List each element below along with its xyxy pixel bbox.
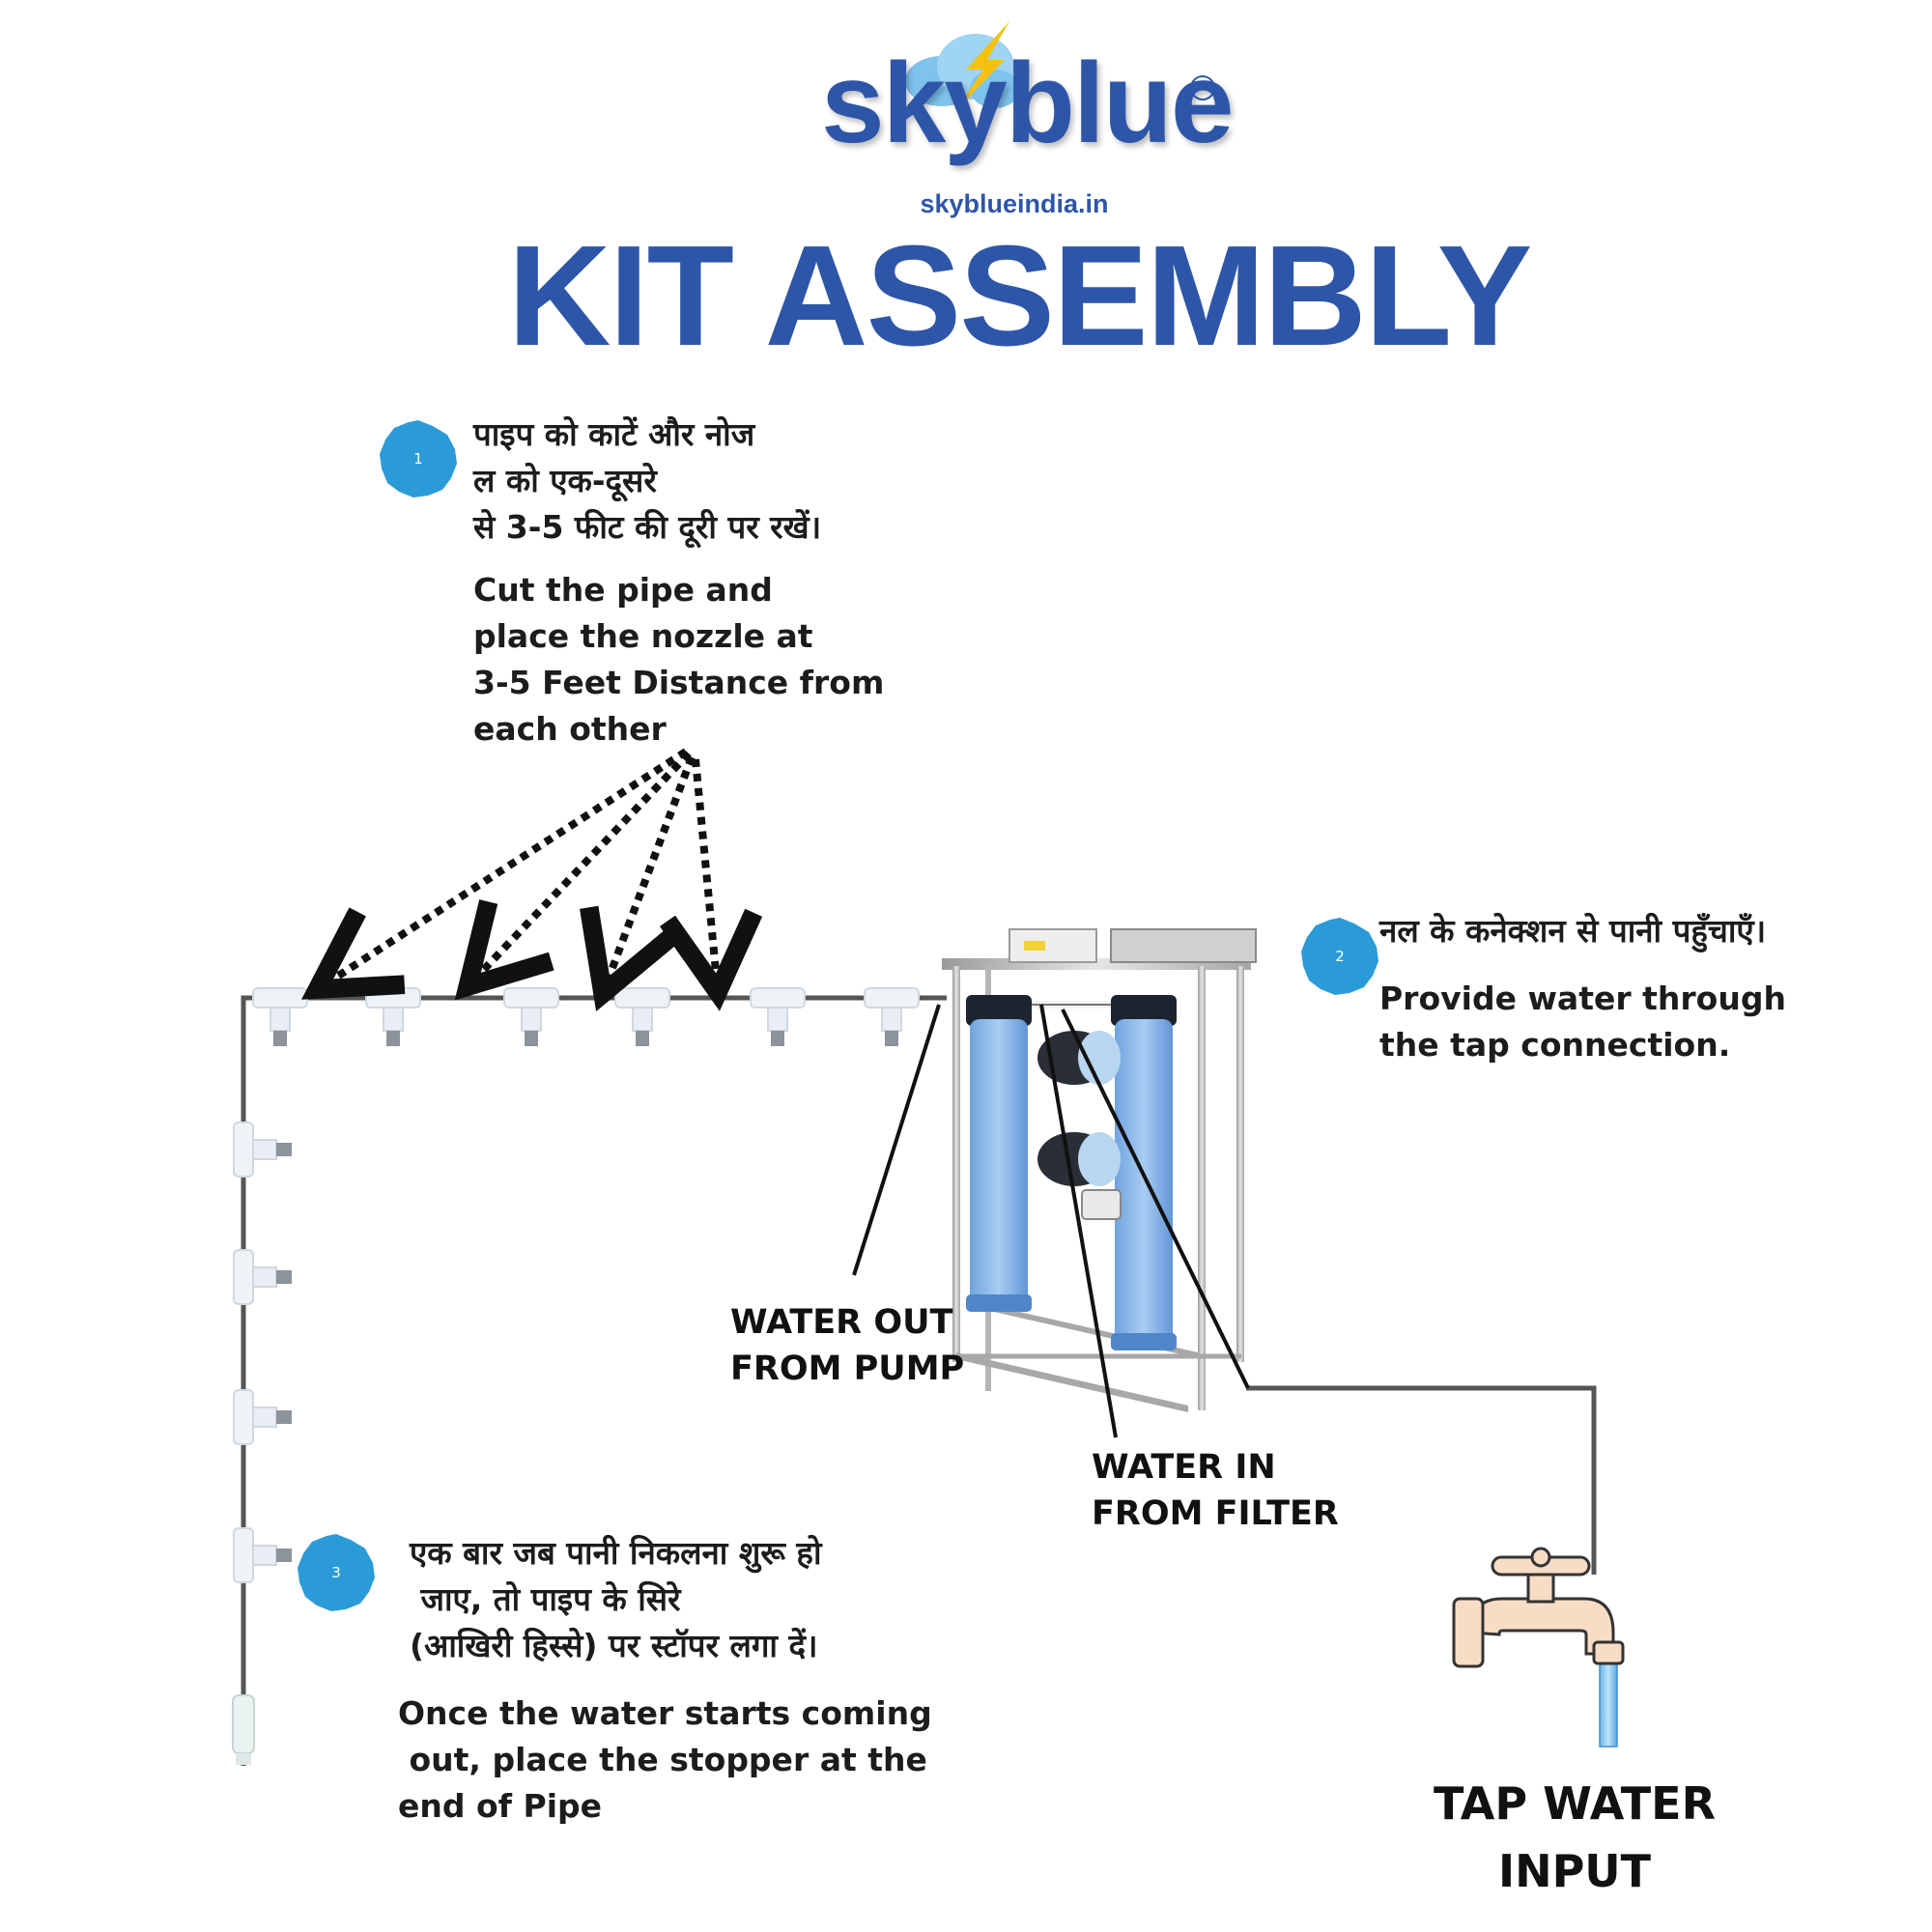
step-2-hindi-line: नल के कनेक्शन से पानी पहुँचाएँ। (1379, 912, 1767, 950)
step-2-hindi: नल के कनेक्शन से पानी पहुँचाएँ। (1379, 908, 1766, 954)
nozzle-fitting-icon (503, 987, 559, 1046)
step-2-english-line: Provide water through (1379, 980, 1786, 1017)
step-1-hindi-line: ल को एक-दूसरे (473, 462, 657, 499)
trademark-mark: TM (1190, 75, 1215, 100)
water-out-leader (852, 1004, 941, 1276)
tap-water-input-line: INPUT (1497, 1845, 1652, 1897)
nozzle-fitting-icon (365, 987, 421, 1046)
nozzle-fitting-icon (233, 1249, 292, 1305)
badge-star-icon (1301, 918, 1378, 995)
filter-inlet-leader (1061, 1009, 1250, 1389)
nozzle-fitting-icon (252, 987, 308, 1046)
step-2-english-line: the tap connection. (1379, 1026, 1731, 1064)
tap-feed-pipe (1246, 1385, 1597, 1575)
tap-faucet-icon (1452, 1547, 1625, 1747)
step-1-english: Cut the pipe and place the nozzle at 3-5… (473, 567, 884, 753)
step-1-badge: 1 (380, 420, 457, 497)
nozzle-fitting-icon (233, 1527, 292, 1583)
step-1-hindi-line: पाइप को काटें और नोज (473, 415, 755, 453)
nozzle-distance-arrows (300, 748, 763, 1011)
step-3-hindi-line: जाए, तो पाइप के सिरे (410, 1580, 681, 1618)
page-title: KIT ASSEMBLY (507, 216, 1533, 376)
step-2-english: Provide water through the tap connection… (1379, 976, 1786, 1068)
website-url[interactable]: skyblueindia.in (920, 189, 1109, 218)
nozzle-fitting-icon (233, 1122, 292, 1178)
step-1-english-line: place the nozzle at (473, 617, 813, 655)
water-out-label-line: FROM PUMP (730, 1350, 965, 1388)
cloud-lightning-icon (905, 21, 1020, 110)
tap-water-input-label: TAP WATER INPUT (1401, 1770, 1748, 1905)
water-in-label-line: WATER IN (1092, 1448, 1276, 1487)
step-1-english-line: 3-5 Feet Distance from (473, 664, 885, 701)
step-3-badge: 3 (298, 1534, 375, 1611)
tap-water-input-line: TAP WATER (1433, 1777, 1717, 1830)
badge-star-icon (380, 420, 457, 497)
nozzle-column-left (233, 1122, 292, 1583)
step-3-english-line: out, place the stopper at the (398, 1741, 927, 1778)
water-in-label: WATER IN FROM FILTER (1092, 1444, 1339, 1537)
step-1-english-line: each other (473, 710, 667, 748)
step-2-badge: 2 (1301, 918, 1378, 995)
step-1-hindi-line: से 3-5 फीट की दूरी पर रखें। (473, 508, 822, 546)
step-3-number: 3 (331, 1564, 341, 1581)
step-3-hindi-line: एक बार जब पानी निकलना शुरू हो (410, 1534, 822, 1572)
nozzle-fitting-icon (233, 1389, 292, 1445)
step-3-english: Once the water starts coming out, place … (398, 1690, 932, 1830)
pipe-end-stopper (232, 1694, 255, 1765)
step-1-hindi: पाइप को काटें और नोज ल को एक-दूसरे से 3-… (473, 412, 821, 551)
step-3-hindi-line: (आखिरी हिस्से) पर स्टॉपर लगा दें। (410, 1627, 818, 1664)
water-in-label-line: FROM FILTER (1092, 1494, 1339, 1533)
step-1-english-line: Cut the pipe and (473, 571, 773, 609)
nozzle-fitting-icon (614, 987, 670, 1046)
nozzle-fitting-icon (750, 987, 806, 1046)
water-in-leader (1039, 1004, 1118, 1438)
water-out-label-line: WATER OUT (730, 1303, 953, 1342)
step-2-number: 2 (1335, 948, 1345, 965)
step-3-english-line: end of Pipe (398, 1787, 603, 1825)
brand-logo: skyblue (821, 40, 1234, 167)
step-3-hindi: एक बार जब पानी निकलना शुरू हो जाए, तो पा… (410, 1530, 822, 1669)
water-out-label: WATER OUT FROM PUMP (730, 1299, 964, 1392)
step-3-english-line: Once the water starts coming (398, 1694, 932, 1732)
badge-star-icon (298, 1534, 375, 1611)
nozzle-row-top (252, 987, 920, 1046)
step-1-number: 1 (413, 450, 423, 468)
nozzle-fitting-icon (864, 987, 920, 1046)
